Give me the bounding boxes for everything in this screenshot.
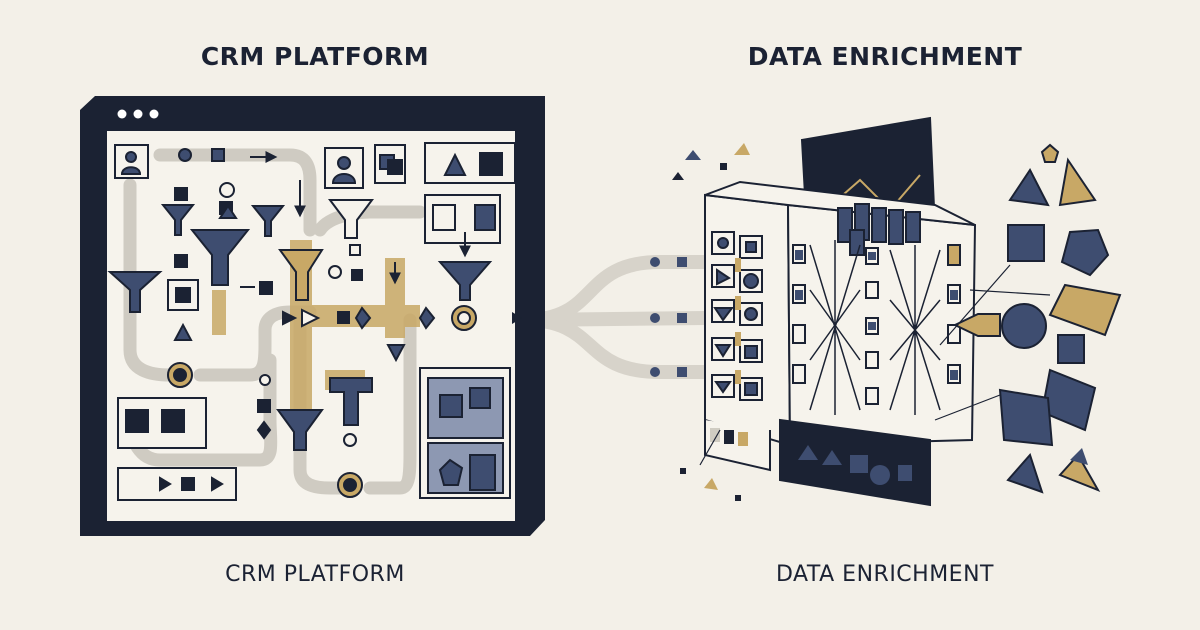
blocks-tile-icon <box>424 194 501 244</box>
crm-platform-heading: CRM PLATFORM <box>200 42 430 71</box>
funnel-icon <box>278 249 324 301</box>
crm-platform-caption: CRM PLATFORM <box>225 562 405 587</box>
funnel-icon <box>437 261 493 301</box>
data-enrichment-caption: DATA ENRICHMENT <box>776 562 994 587</box>
funnel-icon <box>189 229 251 286</box>
storage-cabinet-icon <box>419 367 511 499</box>
enrichment-machine <box>704 116 1001 507</box>
gear-node-icon <box>451 305 477 331</box>
connector-nodes <box>650 257 687 377</box>
funnel-icon <box>328 199 374 239</box>
triangle-square-tile-icon <box>424 142 516 184</box>
funnel-icon <box>276 409 324 451</box>
data-enrichment-heading: DATA ENRICHMENT <box>747 42 1023 71</box>
network-mesh-icon <box>809 240 941 415</box>
user-icon <box>324 147 364 189</box>
user-icon <box>114 144 149 179</box>
crm-icons <box>107 142 522 501</box>
connector-pipes <box>518 255 712 379</box>
gear-node-icon <box>337 472 363 498</box>
floating-shapes <box>672 143 1122 501</box>
cube-boxes-icon <box>117 397 207 449</box>
funnel-icon <box>107 271 163 313</box>
funnel-icon <box>160 204 196 236</box>
funnel-icon <box>250 205 286 237</box>
stacked-squares-icon <box>374 144 406 184</box>
window-dots-icon <box>117 109 159 119</box>
gear-node-icon <box>167 362 193 388</box>
